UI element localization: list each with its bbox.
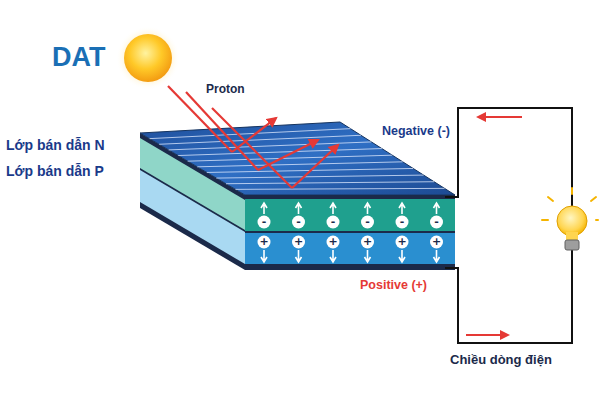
terminal-label: Negative (-) (382, 124, 450, 138)
grid-line (159, 135, 361, 144)
wire-bottom (445, 250, 572, 343)
grid-line (226, 182, 434, 184)
charge-sign: - (296, 216, 301, 227)
ray (212, 108, 292, 188)
light-bulb (542, 188, 598, 250)
charge-sign: + (432, 236, 441, 247)
up-arrow (296, 203, 302, 214)
down-arrow (365, 250, 371, 262)
electron-circle (430, 216, 443, 229)
front-p-layer (245, 233, 455, 264)
hole-circle (292, 236, 305, 249)
up-arrow (365, 203, 371, 214)
charge-sign: + (259, 236, 268, 247)
up-arrow (330, 203, 336, 214)
grid-line (178, 149, 382, 156)
grid-line (197, 162, 402, 167)
down-arrow (330, 250, 336, 262)
electron-circle (396, 216, 409, 229)
ray-reflect (292, 145, 338, 188)
ray-label: Proton (206, 83, 245, 97)
bulb-base (565, 240, 579, 250)
wire-top (445, 108, 572, 206)
grid-line (235, 188, 444, 189)
circuit-wire (445, 108, 572, 343)
charge-sign: - (331, 216, 336, 227)
current-arrow (478, 116, 522, 118)
layer-label: Lớp bán dẫn N (6, 137, 105, 153)
terminal-label: Positive (+) (360, 278, 427, 292)
current-arrow (466, 334, 508, 336)
panel-front (245, 195, 455, 270)
down-arrow (434, 250, 440, 262)
charge-sign: - (434, 216, 439, 227)
charge-sign: + (397, 236, 406, 247)
hole-circle (361, 236, 374, 249)
down-arrow (261, 250, 267, 262)
ray-reflect (258, 140, 318, 170)
charge-sign: - (262, 216, 267, 227)
sun-glow (116, 26, 180, 90)
front-n-layer (245, 199, 455, 231)
down-arrow (296, 250, 302, 262)
up-arrow (399, 203, 405, 214)
charge-sign: + (363, 236, 372, 247)
logo-text: DAT (52, 42, 106, 73)
hole-circle (258, 236, 271, 249)
up-arrow (261, 203, 267, 214)
current-label: Chiều dòng điện (450, 353, 552, 368)
ray (186, 92, 258, 170)
hole-circle (430, 236, 443, 249)
bulb-neck (566, 232, 578, 240)
electron-circle (327, 216, 340, 229)
charge-sign: + (328, 236, 337, 247)
charge-sign: - (400, 216, 405, 227)
electron-circle (258, 216, 271, 229)
down-arrow (399, 250, 405, 262)
bulb-glass (557, 206, 587, 236)
electron-circle (292, 216, 305, 229)
charges (258, 203, 444, 262)
hole-circle (396, 236, 409, 249)
layer-label: Lớp bán dẫn P (6, 163, 104, 179)
light-rays (168, 86, 338, 188)
panel-top (140, 122, 455, 195)
hole-circle (327, 236, 340, 249)
electron-circle (361, 216, 374, 229)
charge-sign: + (294, 236, 303, 247)
charge-sign: - (365, 216, 370, 227)
sun (124, 34, 172, 82)
grid-line (169, 142, 372, 150)
grid-line (188, 155, 393, 161)
grid-line (216, 175, 423, 178)
up-arrow (434, 203, 440, 214)
